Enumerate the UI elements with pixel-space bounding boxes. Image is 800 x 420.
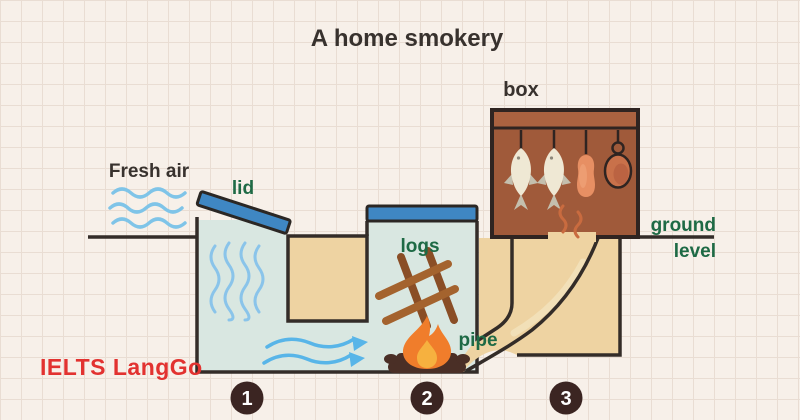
- smoke-icon: [558, 204, 568, 234]
- lid-plank: [195, 190, 292, 235]
- pit-cavity-outline: [195, 217, 479, 374]
- passage-air-arrows-icon: [262, 336, 368, 367]
- label-pipe: pipe: [458, 330, 497, 351]
- step-2-number: 2: [421, 388, 432, 410]
- fish-icon: [504, 148, 538, 210]
- step-1-number: 1: [241, 388, 252, 410]
- pipe-highlight: [510, 258, 587, 337]
- smoking-box: [490, 108, 640, 242]
- step-3-number: 3: [560, 388, 571, 410]
- fresh-air-waves-icon: [108, 187, 187, 229]
- label-level: level: [674, 241, 716, 262]
- page-title: A home smokery: [311, 25, 504, 52]
- fish-icon: [537, 148, 571, 210]
- label-fresh-air: Fresh air: [109, 161, 190, 182]
- ielts-langgo-logo: IELTS LangGo: [40, 354, 203, 380]
- step-3-badge: 3: [549, 381, 583, 415]
- box-bottom-opening: [548, 232, 596, 242]
- earth-block-middle: [286, 234, 369, 323]
- fire-icon: [384, 316, 470, 373]
- box-top-strip: [494, 112, 636, 127]
- meat-ring-icon: [603, 141, 633, 189]
- pipe-earth-mass: [456, 238, 620, 372]
- pipe-wall-upper: [476, 238, 514, 343]
- shaft-air-waves-icon: [209, 241, 265, 322]
- label-lid: lid: [232, 178, 254, 199]
- label-ground: ground: [651, 215, 716, 236]
- logs-icon: [375, 247, 459, 330]
- step-1-badge: 1: [230, 381, 264, 415]
- smoke-icon: [573, 210, 583, 239]
- chamber-cover: [365, 204, 479, 223]
- pipe-wall-lower: [465, 237, 600, 373]
- label-logs: logs: [400, 236, 439, 257]
- sausage-icon: [577, 155, 595, 197]
- label-box: box: [503, 79, 539, 101]
- step-2-badge: 2: [410, 381, 444, 415]
- earth-block-right-outline: [517, 238, 622, 357]
- lid-shape: [195, 190, 292, 235]
